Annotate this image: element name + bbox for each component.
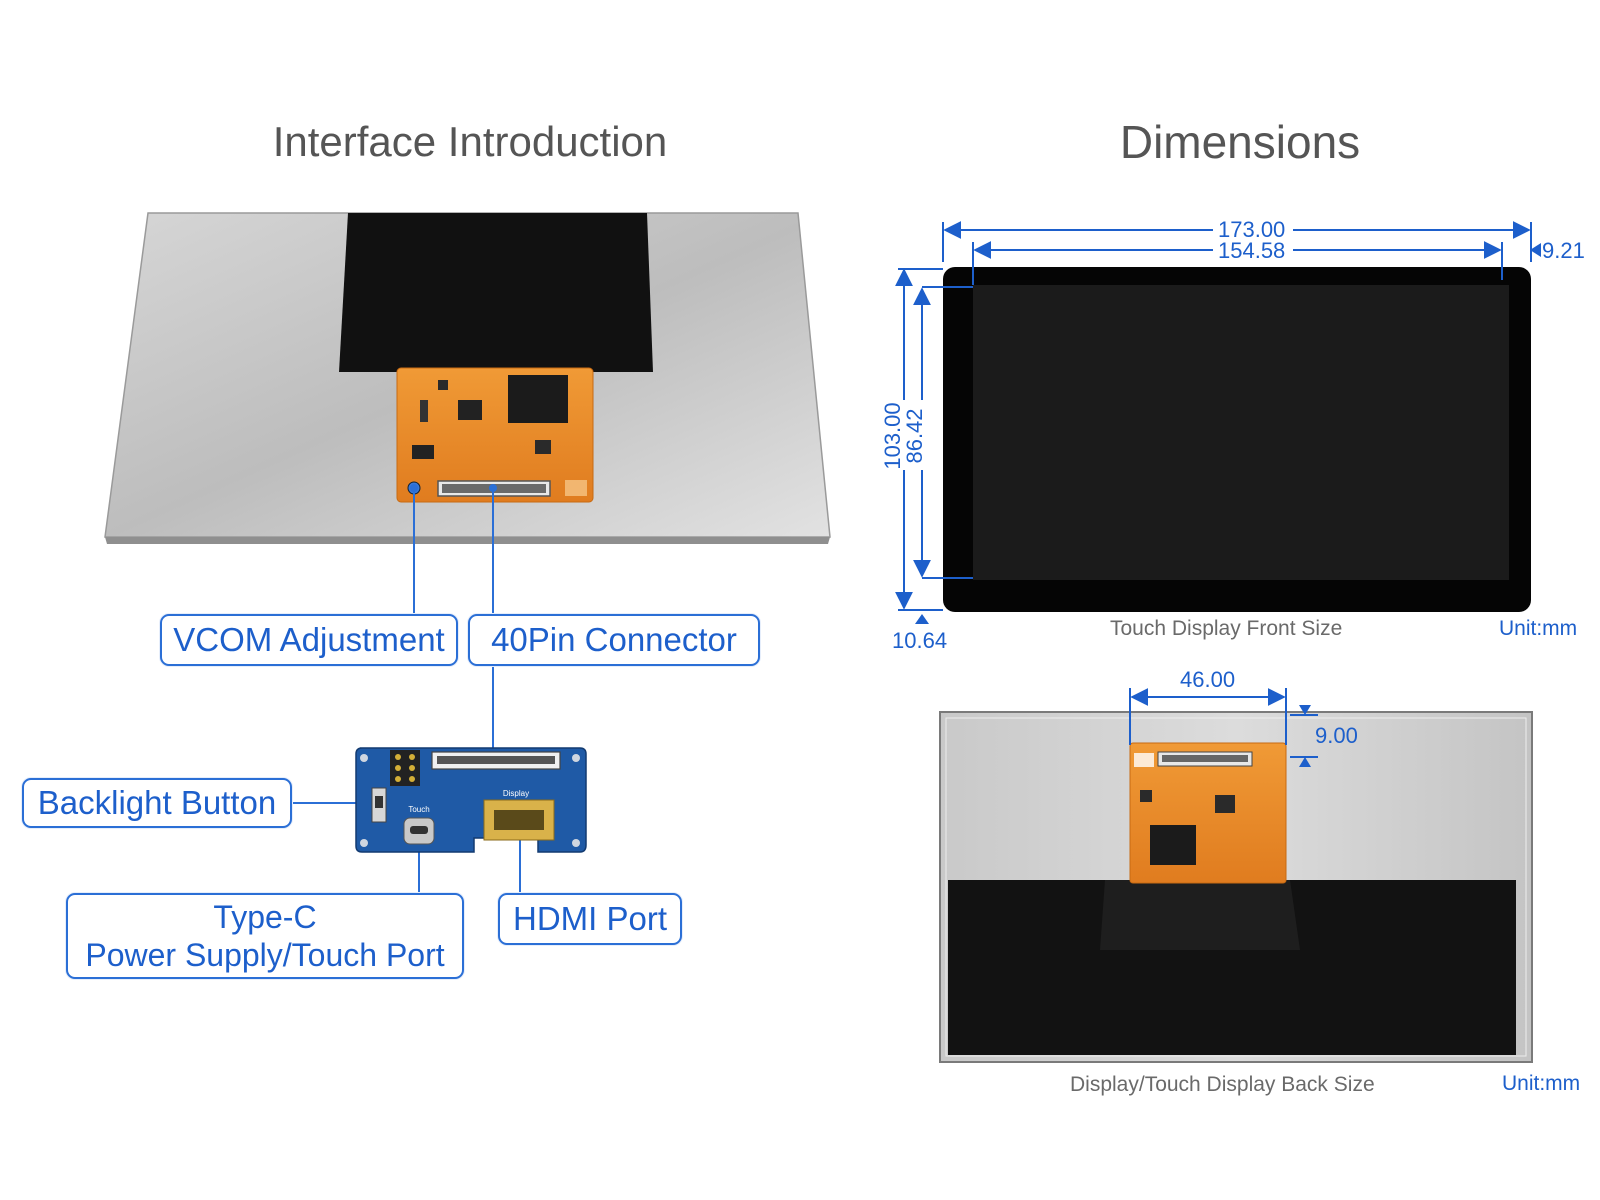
typec-port-callout: Type-C Power Supply/Touch Port [66,893,464,979]
dimensions-title: Dimensions [1119,116,1361,168]
front-size-caption: Touch Display Front Size [1110,617,1343,640]
lcd-back-size-photo [939,711,1533,1063]
typec-callout-line2: Power Supply/Touch Port [85,937,445,973]
40pin-connector-callout: 40Pin Connector [468,614,760,666]
hdmi-port-callout: HDMI Port [498,893,682,945]
front-dimension-lines [895,221,1532,611]
vcom-adjustment-callout: VCOM Adjustment [160,614,458,666]
backlight-button-callout: Backlight Button [22,778,292,828]
dim-height-inner: 86.42 [902,408,927,464]
dim-right-bezel: 9.21 [1542,238,1585,263]
typec-callout-line1: Type-C [213,899,317,935]
dim-width-outer: 173.00 [1218,217,1286,242]
front-unit-label: Unit:mm [1499,617,1578,640]
dim-width-inner: 154.58 [1218,238,1286,263]
dim-bottom-bezel: 10.64 [892,628,948,653]
back-size-caption: Display/Touch Display Back Size [1070,1073,1375,1096]
board-display-label: Display [503,789,529,798]
lcd-front-photo [943,267,1531,612]
back-dimension-lines [1129,688,1318,758]
lcd-back-photo [104,212,831,544]
dim-fpc-width: 46.00 [1180,667,1236,692]
dim-fpc-offset: 9.00 [1315,723,1358,748]
adapter-board [355,747,587,853]
board-touch-label: Touch [408,805,429,814]
interface-introduction-title: Interface Introduction [272,118,668,165]
back-unit-label: Unit:mm [1502,1072,1581,1095]
